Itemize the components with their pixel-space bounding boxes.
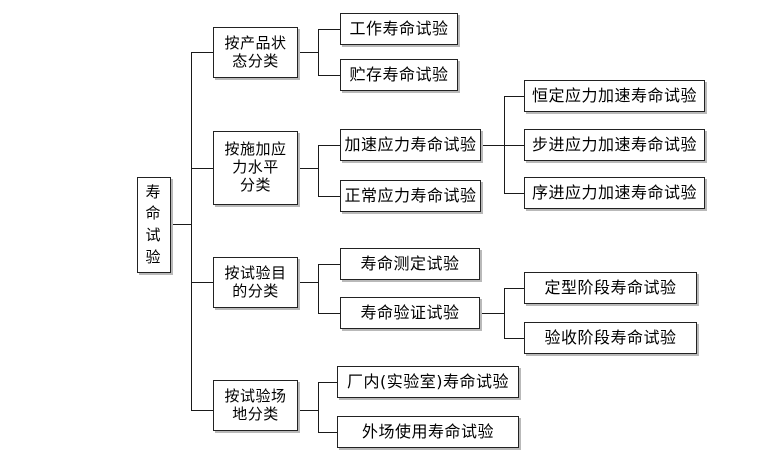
connector-trunk-to-branch-4 — [191, 410, 213, 411]
connector-branch-4-spine — [318, 382, 319, 432]
node-accelerated-stress-life-test[interactable]: 加速应力寿命试验 — [340, 129, 481, 161]
connector-branch-1-spine — [318, 29, 319, 75]
connector-accelerated-child-3 — [504, 193, 524, 194]
node-working-life-test[interactable]: 工作寿命试验 — [340, 13, 458, 45]
connector-trunk-to-branch-3 — [191, 282, 213, 283]
node-by-test-site[interactable]: 按试验场 地分类 — [213, 380, 298, 431]
connector-branch-4-child-2 — [318, 432, 337, 433]
connector-branch-1-stub — [298, 52, 318, 53]
connector-accelerated-child-1 — [504, 96, 524, 97]
connector-branch-3-child-1 — [318, 264, 340, 265]
node-root[interactable]: 寿 命 试 验 — [137, 177, 171, 273]
connector-branch-2-stub — [298, 168, 318, 169]
node-by-stress-level[interactable]: 按施加应 力水平 分类 — [213, 131, 298, 205]
connector-branch-3-child-2 — [318, 313, 340, 314]
connector-root-stub — [170, 224, 191, 225]
node-field-use-life-test[interactable]: 外场使用寿命试验 — [337, 416, 519, 448]
node-by-test-purpose[interactable]: 按试验目 的分类 — [213, 257, 298, 308]
connector-verification-stub — [480, 313, 504, 314]
connector-verification-child-2 — [504, 338, 524, 339]
connector-main-trunk — [191, 52, 192, 410]
node-in-plant-lab-life-test[interactable]: 厂内(实验室)寿命试验 — [337, 366, 519, 398]
node-life-measurement-test[interactable]: 寿命测定试验 — [340, 248, 480, 280]
connector-branch-4-child-1 — [318, 382, 337, 383]
connector-branch-2-spine — [318, 145, 319, 196]
connector-trunk-to-branch-2 — [191, 168, 213, 169]
connector-verification-child-1 — [504, 288, 524, 289]
node-step-stress-accelerated-life-test[interactable]: 步进应力加速寿命试验 — [524, 129, 705, 161]
connector-branch-1-child-1 — [318, 29, 340, 30]
node-acceptance-stage-life-test[interactable]: 验收阶段寿命试验 — [524, 322, 697, 354]
connector-accelerated-stub — [481, 145, 504, 146]
connector-branch-1-child-2 — [318, 75, 340, 76]
connector-branch-4-stub — [298, 410, 318, 411]
node-progressive-stress-accelerated-life-test[interactable]: 序进应力加速寿命试验 — [524, 177, 705, 209]
node-storage-life-test[interactable]: 贮存寿命试验 — [340, 59, 458, 91]
connector-branch-3-stub — [298, 282, 318, 283]
connector-branch-2-child-2 — [318, 196, 340, 197]
node-constant-stress-accelerated-life-test[interactable]: 恒定应力加速寿命试验 — [524, 80, 705, 112]
connector-verification-spine — [504, 288, 505, 338]
connector-accelerated-child-2 — [504, 145, 524, 146]
connector-trunk-to-branch-1 — [191, 52, 213, 53]
node-normal-stress-life-test[interactable]: 正常应力寿命试验 — [340, 180, 481, 212]
connector-branch-3-spine — [318, 264, 319, 313]
node-life-verification-test[interactable]: 寿命验证试验 — [340, 297, 480, 329]
node-finalization-stage-life-test[interactable]: 定型阶段寿命试验 — [524, 272, 697, 304]
connector-branch-2-child-1 — [318, 145, 340, 146]
connector-accelerated-spine — [504, 96, 505, 193]
node-by-product-state[interactable]: 按产品状 态分类 — [213, 27, 298, 78]
